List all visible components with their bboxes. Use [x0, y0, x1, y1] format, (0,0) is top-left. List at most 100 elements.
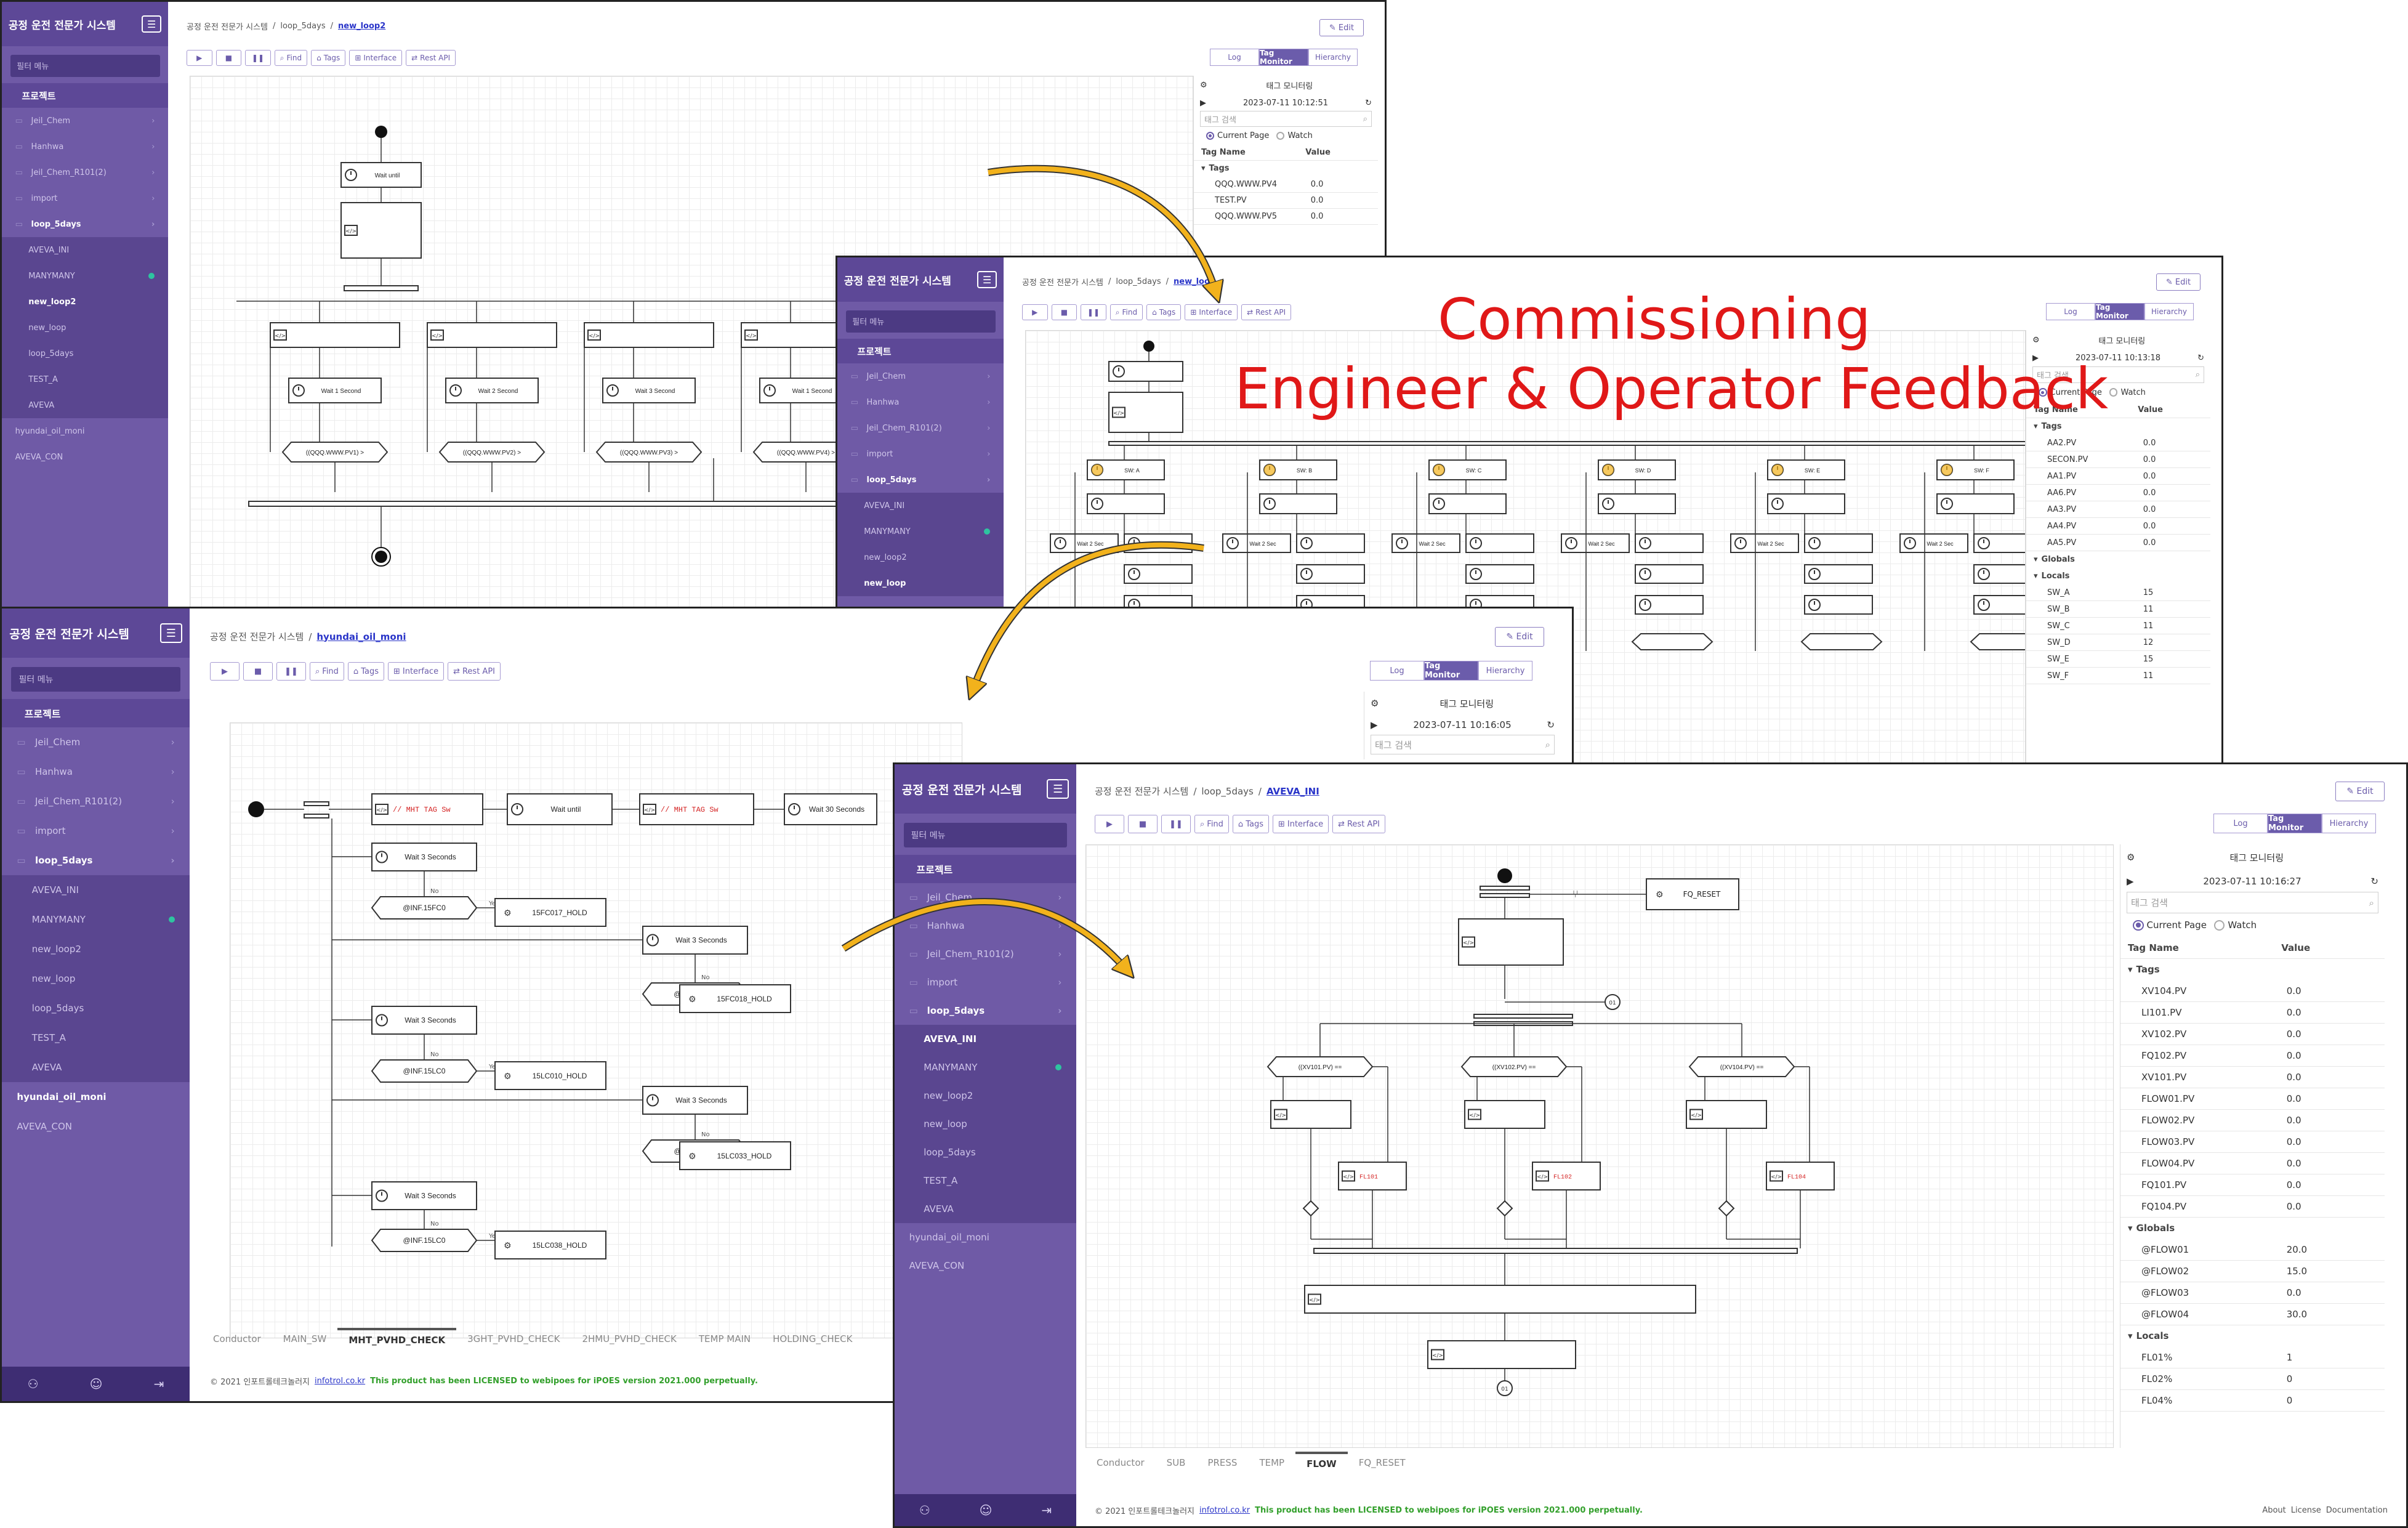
- wait-block[interactable]: [1465, 564, 1534, 584]
- sheet-tab[interactable]: TEMP: [1259, 1457, 1285, 1468]
- wait-block[interactable]: [1804, 564, 1873, 584]
- sidebar-item[interactable]: ▭import›: [895, 968, 1076, 996]
- sidebar-item[interactable]: AVEVA_CON: [895, 1251, 1076, 1280]
- submenu-item[interactable]: loop_5days: [895, 1138, 1076, 1166]
- menu-filter-input[interactable]: 필터 메뉴: [903, 822, 1068, 847]
- sidebar-item[interactable]: ▭import›: [2, 816, 190, 846]
- logout-icon[interactable]: ⇥: [1041, 1503, 1052, 1518]
- sheet-tab[interactable]: TEMP MAIN: [698, 1333, 751, 1344]
- submenu-item[interactable]: MANYMANY: [2, 263, 168, 289]
- sidebar-item[interactable]: ▭import›: [837, 441, 1004, 467]
- submenu-item[interactable]: AVEVA_INI: [837, 493, 1004, 519]
- play-icon[interactable]: ▶: [2127, 875, 2134, 887]
- stop-button[interactable]: ■: [243, 662, 273, 681]
- sheet-tab[interactable]: 3GHT_PVHD_CHECK: [467, 1333, 560, 1344]
- submenu-item[interactable]: AVEVA_INI: [2, 237, 168, 263]
- submenu-item[interactable]: AVEVA_INI: [895, 1025, 1076, 1053]
- sheet-tab[interactable]: 2HMU_PVHD_CHECK: [582, 1333, 677, 1344]
- submenu-item[interactable]: TEST_A: [2, 366, 168, 392]
- gear-icon[interactable]: ⚙: [1371, 698, 1379, 709]
- submenu-item[interactable]: new_loop: [837, 570, 1004, 596]
- radio-watch[interactable]: Watch: [1276, 131, 1313, 140]
- condition-block[interactable]: @INF.15FC0: [371, 896, 478, 920]
- wait-block[interactable]: Wait 2 Sec: [1391, 533, 1460, 553]
- rest-api-button[interactable]: ⇄Rest API: [448, 662, 501, 681]
- script-block[interactable]: </>// MHT TAG Sw: [371, 793, 483, 825]
- submenu-item[interactable]: new_loop2: [2, 289, 168, 315]
- breadcrumb-item[interactable]: loop_5days: [1116, 277, 1161, 286]
- tag-group[interactable]: ▾Tags: [2120, 959, 2385, 980]
- connector-circle[interactable]: 01: [1605, 994, 1621, 1010]
- wait-until-block[interactable]: Wait until: [340, 162, 422, 188]
- tab-hierarchy[interactable]: Hierarchy: [1308, 49, 1358, 66]
- sidebar-item[interactable]: ▭loop_5days›: [837, 467, 1004, 493]
- sidebar-item[interactable]: ▭Jeil_Chem›: [837, 363, 1004, 389]
- play-icon[interactable]: ▶: [1371, 719, 1378, 731]
- refresh-icon[interactable]: ↻: [1547, 719, 1555, 731]
- condition-block[interactable]: ((XV104.PV) ==: [1688, 1056, 1795, 1077]
- submenu-item[interactable]: new_loop2: [895, 1081, 1076, 1110]
- tab-tag-monitor[interactable]: Tag Monitor: [2095, 303, 2144, 320]
- tag-group[interactable]: ▾Globals: [2120, 1218, 2385, 1239]
- run-button[interactable]: ▶: [210, 662, 240, 681]
- hold-block[interactable]: ⚙15FC018_HOLD: [679, 984, 791, 1013]
- wait-block[interactable]: [1973, 564, 2025, 584]
- script-block[interactable]: </>// MHT TAG Sw: [639, 793, 754, 825]
- project-section[interactable]: 프로젝트: [2, 83, 168, 108]
- sidebar-item[interactable]: hyundai_oil_moni: [2, 418, 168, 444]
- sidebar-item[interactable]: ▭loop_5days›: [895, 996, 1076, 1025]
- sheet-tab[interactable]: FQ_RESET: [1358, 1457, 1406, 1468]
- hold-block[interactable]: ⚙15LC033_HOLD: [679, 1141, 791, 1170]
- users-icon[interactable]: ⚇: [919, 1503, 930, 1518]
- refresh-icon[interactable]: ↻: [2370, 875, 2378, 887]
- radio-circle[interactable]: [2133, 920, 2144, 931]
- submenu-item[interactable]: loop_5days: [2, 341, 168, 366]
- sidebar-item[interactable]: ▭loop_5days›: [2, 211, 168, 237]
- users-icon[interactable]: ⚇: [27, 1376, 39, 1391]
- breadcrumb-current[interactable]: new_loop: [1174, 277, 1216, 286]
- tag-row[interactable]: FL02%0: [2120, 1368, 2385, 1390]
- menu-toggle-icon[interactable]: ☰: [977, 271, 997, 288]
- sidebar-item[interactable]: AVEVA_CON: [2, 1112, 190, 1141]
- sheet-tab[interactable]: MAIN_SW: [283, 1333, 327, 1344]
- breadcrumb-item[interactable]: 공정 운전 전문가 시스템: [1095, 786, 1189, 797]
- tag-search-input[interactable]: 태그 검색⌕: [1200, 111, 1372, 127]
- gear-icon[interactable]: ⚙: [2032, 335, 2040, 345]
- sidebar-item[interactable]: ▭import›: [2, 185, 168, 211]
- tab-hierarchy[interactable]: Hierarchy: [2144, 303, 2194, 320]
- interface-button[interactable]: ⊞Interface: [1272, 815, 1329, 833]
- run-button[interactable]: ▶: [187, 50, 212, 66]
- radio-circle[interactable]: [2039, 388, 2047, 397]
- play-icon[interactable]: ▶: [2032, 354, 2039, 363]
- tags-button[interactable]: ⌂Tags: [1146, 304, 1182, 320]
- edit-button[interactable]: ✎ Edit: [2335, 782, 2385, 801]
- tag-group[interactable]: ▾Locals: [2120, 1325, 2385, 1347]
- wait-block[interactable]: [1804, 595, 1873, 615]
- script-block[interactable]: </>FL104: [1766, 1162, 1835, 1190]
- edit-button[interactable]: ✎ Edit: [2156, 273, 2201, 291]
- script-block[interactable]: </>: [1427, 1340, 1576, 1369]
- condition-block[interactable]: ((XV102.PV) ==: [1460, 1056, 1568, 1077]
- menu-filter-input[interactable]: 필터 메뉴: [845, 310, 996, 333]
- submenu-item[interactable]: AVEVA: [895, 1195, 1076, 1223]
- wait-block[interactable]: Wait 2 Sec: [1050, 533, 1119, 553]
- wait-block[interactable]: [1124, 533, 1193, 553]
- script-block[interactable]: </>: [1464, 1100, 1545, 1129]
- wait-block[interactable]: [1296, 533, 1365, 553]
- sidebar-item[interactable]: ▭Jeil_Chem_R101(2)›: [2, 786, 190, 816]
- user-icon[interactable]: ☺: [89, 1376, 103, 1391]
- submenu-item[interactable]: TEST_A: [895, 1166, 1076, 1195]
- rest-api-button[interactable]: ⇄Rest API: [1332, 815, 1385, 833]
- company-link[interactable]: infotrol.co.kr: [315, 1376, 366, 1386]
- tag-group[interactable]: ▾Globals: [2026, 551, 2210, 568]
